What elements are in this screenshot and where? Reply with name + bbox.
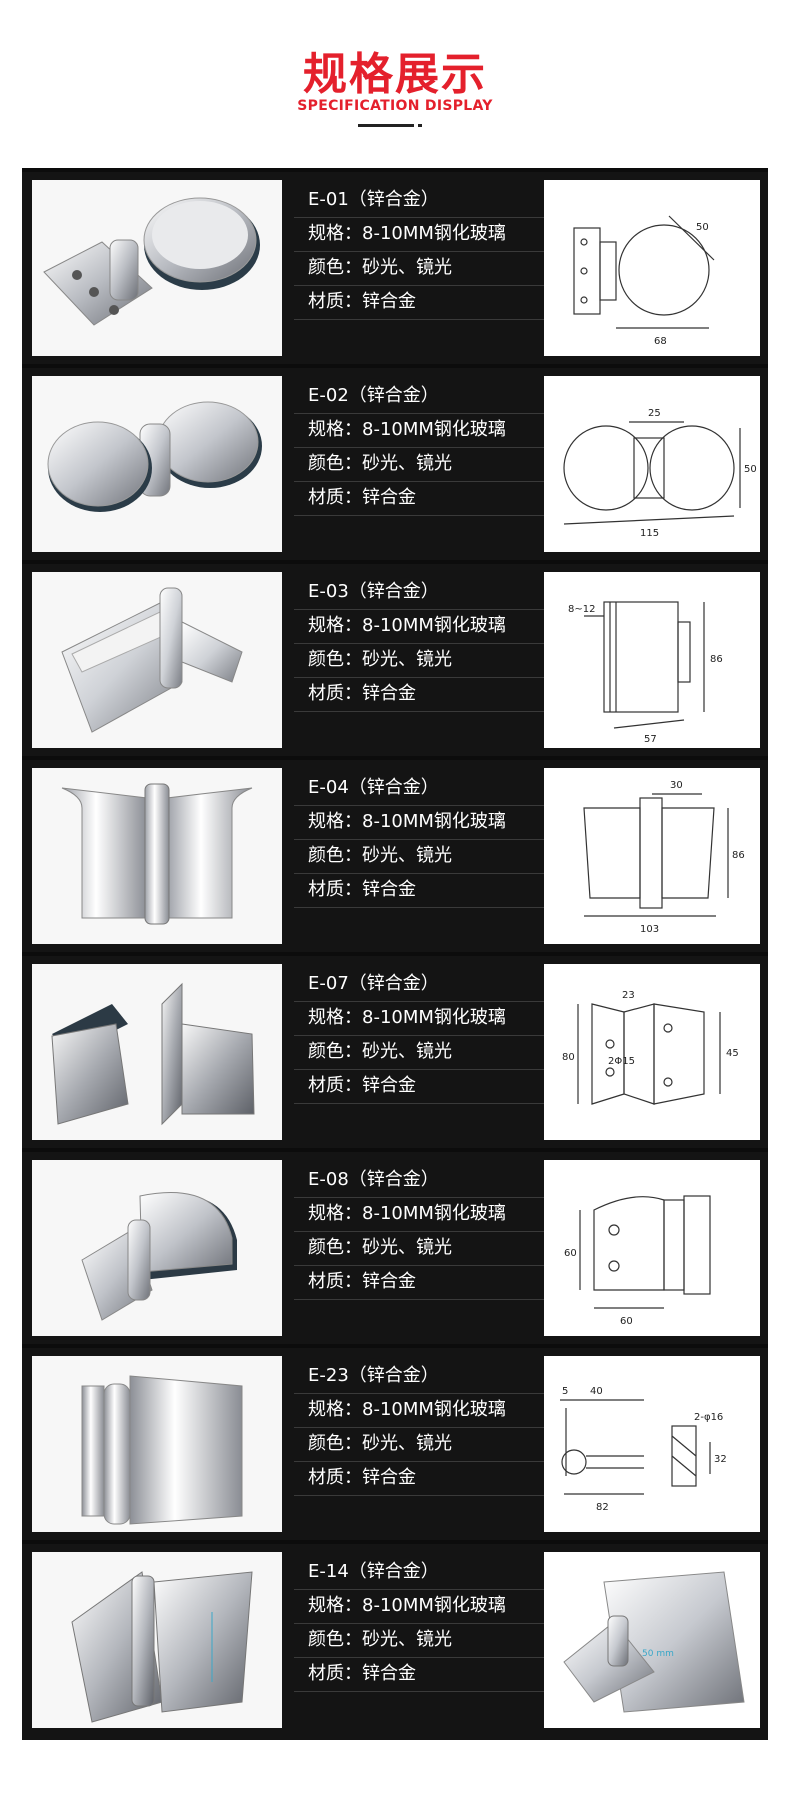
dim-label: 30 xyxy=(670,780,683,791)
product-code: E-14（锌合金） xyxy=(294,1556,544,1590)
dim-label: 25 xyxy=(648,408,661,419)
product-code: E-02（锌合金） xyxy=(294,380,544,414)
dim-label: 60 xyxy=(620,1316,633,1327)
product-card-e08: E-08（锌合金） 规格：8-10MM钢化玻璃 颜色：砂光、镜光 材质：锌合金 … xyxy=(22,1148,768,1344)
product-color: 颜色：砂光、镜光 xyxy=(294,1036,544,1070)
product-spec: 规格：8-10MM钢化玻璃 xyxy=(294,1394,544,1428)
title-underline xyxy=(358,124,414,127)
dim-label: 57 xyxy=(644,734,657,745)
dim-label: 103 xyxy=(640,924,659,935)
product-code: E-23（锌合金） xyxy=(294,1360,544,1394)
dim-label: 2Φ15 xyxy=(608,1056,635,1067)
product-card-e03: E-03（锌合金） 规格：8-10MM钢化玻璃 颜色：砂光、镜光 材质：锌合金 … xyxy=(22,560,768,756)
dim-label: 5 xyxy=(562,1386,568,1397)
product-material: 材质：锌合金 xyxy=(294,874,544,908)
product-material: 材质：锌合金 xyxy=(294,1462,544,1496)
product-card-e01: E-01（锌合金） 规格：8-10MM钢化玻璃 颜色：砂光、镜光 材质：锌合金 … xyxy=(22,168,768,364)
product-material: 材质：锌合金 xyxy=(294,678,544,712)
product-color: 颜色：砂光、镜光 xyxy=(294,252,544,286)
product-color: 颜色：砂光、镜光 xyxy=(294,840,544,874)
dim-label: 40 xyxy=(590,1386,603,1397)
product-spec: 规格：8-10MM钢化玻璃 xyxy=(294,1198,544,1232)
dimension-drawing: 60 60 xyxy=(544,1160,760,1336)
dim-label: 82 xyxy=(596,1502,609,1513)
product-code: E-03（锌合金） xyxy=(294,576,544,610)
dim-label: 45 xyxy=(726,1048,739,1059)
product-info: E-04（锌合金） 规格：8-10MM钢化玻璃 颜色：砂光、镜光 材质：锌合金 xyxy=(294,772,544,908)
product-material: 材质：锌合金 xyxy=(294,286,544,320)
dim-label: 8~12 xyxy=(568,604,595,615)
product-photo xyxy=(32,1356,282,1532)
dim-label: 68 xyxy=(654,336,667,347)
product-info: E-02（锌合金） 规格：8-10MM钢化玻璃 颜色：砂光、镜光 材质：锌合金 xyxy=(294,380,544,516)
product-card-e14: E-14（锌合金） 规格：8-10MM钢化玻璃 颜色：砂光、镜光 材质：锌合金 … xyxy=(22,1540,768,1740)
product-photo xyxy=(32,1160,282,1336)
product-spec: 规格：8-10MM钢化玻璃 xyxy=(294,610,544,644)
product-material: 材质：锌合金 xyxy=(294,1266,544,1300)
product-spec: 规格：8-10MM钢化玻璃 xyxy=(294,414,544,448)
product-color: 颜色：砂光、镜光 xyxy=(294,1624,544,1658)
product-info: E-14（锌合金） 规格：8-10MM钢化玻璃 颜色：砂光、镜光 材质：锌合金 xyxy=(294,1556,544,1692)
product-info: E-01（锌合金） 规格：8-10MM钢化玻璃 颜色：砂光、镜光 材质：锌合金 xyxy=(294,184,544,320)
dimension-drawing: 25 50 115 xyxy=(544,376,760,552)
dim-label: 60 xyxy=(564,1248,577,1259)
product-card-e23: E-23（锌合金） 规格：8-10MM钢化玻璃 颜色：砂光、镜光 材质：锌合金 … xyxy=(22,1344,768,1540)
product-color: 颜色：砂光、镜光 xyxy=(294,448,544,482)
product-spec: 规格：8-10MM钢化玻璃 xyxy=(294,1590,544,1624)
product-info: E-23（锌合金） 规格：8-10MM钢化玻璃 颜色：砂光、镜光 材质：锌合金 xyxy=(294,1360,544,1496)
dim-label: 50 xyxy=(744,464,757,475)
header: 规格展示 SPECIFICATION DISPLAY xyxy=(0,0,790,168)
product-material: 材质：锌合金 xyxy=(294,482,544,516)
dimension-drawing: 50 68 xyxy=(544,180,760,356)
dim-label: 80 xyxy=(562,1052,575,1063)
product-info: E-08（锌合金） 规格：8-10MM钢化玻璃 颜色：砂光、镜光 材质：锌合金 xyxy=(294,1164,544,1300)
page-title: 规格展示 xyxy=(303,49,487,100)
dimension-drawing: 30 86 103 xyxy=(544,768,760,944)
product-code: E-01（锌合金） xyxy=(294,184,544,218)
product-color: 颜色：砂光、镜光 xyxy=(294,1232,544,1266)
product-info: E-03（锌合金） 规格：8-10MM钢化玻璃 颜色：砂光、镜光 材质：锌合金 xyxy=(294,576,544,712)
dim-label: 32 xyxy=(714,1454,727,1465)
product-photo xyxy=(32,376,282,552)
product-photo xyxy=(32,768,282,944)
product-photo xyxy=(32,964,282,1140)
product-card-e02: E-02（锌合金） 规格：8-10MM钢化玻璃 颜色：砂光、镜光 材质：锌合金 … xyxy=(22,364,768,560)
dimension-drawing: 8~12 86 57 xyxy=(544,572,760,748)
dim-label: 86 xyxy=(710,654,723,665)
product-photo xyxy=(32,1552,282,1728)
page-subtitle: SPECIFICATION DISPLAY xyxy=(297,98,493,114)
product-card-e07: E-07（锌合金） 规格：8-10MM钢化玻璃 颜色：砂光、镜光 材质：锌合金 … xyxy=(22,952,768,1148)
product-material: 材质：锌合金 xyxy=(294,1658,544,1692)
product-code: E-08（锌合金） xyxy=(294,1164,544,1198)
product-color: 颜色：砂光、镜光 xyxy=(294,644,544,678)
dim-label: 2-φ16 xyxy=(694,1412,723,1423)
dim-label: 86 xyxy=(732,850,745,861)
dimension-drawing: 5 40 82 2-φ16 32 xyxy=(544,1356,760,1532)
product-code: E-07（锌合金） xyxy=(294,968,544,1002)
product-material: 材质：锌合金 xyxy=(294,1070,544,1104)
product-photo xyxy=(32,572,282,748)
dim-label: 23 xyxy=(622,990,635,1001)
title-underline-dot xyxy=(418,124,422,127)
dimension-drawing: 50 mm xyxy=(544,1552,760,1728)
dimension-drawing: 23 80 2Φ15 45 xyxy=(544,964,760,1140)
dim-label: 115 xyxy=(640,528,659,539)
product-photo xyxy=(32,180,282,356)
product-card-e04: E-04（锌合金） 规格：8-10MM钢化玻璃 颜色：砂光、镜光 材质：锌合金 … xyxy=(22,756,768,952)
dim-label: 50 mm xyxy=(642,1649,674,1659)
product-spec: 规格：8-10MM钢化玻璃 xyxy=(294,806,544,840)
dim-label: 50 xyxy=(696,222,709,233)
product-spec: 规格：8-10MM钢化玻璃 xyxy=(294,1002,544,1036)
product-code: E-04（锌合金） xyxy=(294,772,544,806)
product-spec: 规格：8-10MM钢化玻璃 xyxy=(294,218,544,252)
product-info: E-07（锌合金） 规格：8-10MM钢化玻璃 颜色：砂光、镜光 材质：锌合金 xyxy=(294,968,544,1104)
product-color: 颜色：砂光、镜光 xyxy=(294,1428,544,1462)
